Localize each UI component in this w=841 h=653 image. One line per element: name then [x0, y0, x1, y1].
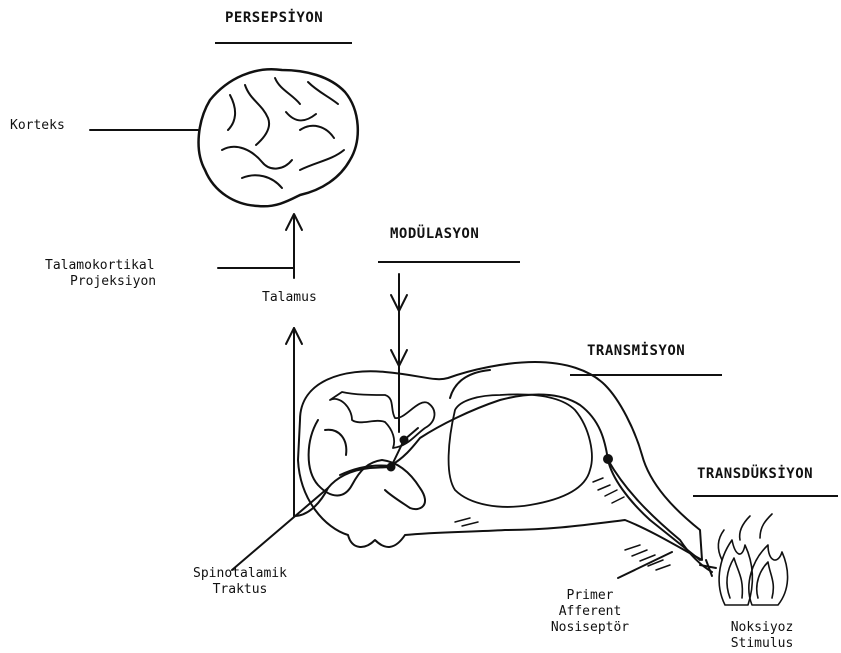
afferent-label-line2: Afferent — [540, 604, 640, 619]
brain-icon — [199, 69, 358, 206]
transduction-rule — [693, 495, 838, 497]
modulation-heading: MODÜLASYON — [390, 226, 479, 242]
thalamocortical-label-line1: Talamokortikal — [45, 258, 155, 273]
thalamus-label: Talamus — [262, 290, 317, 305]
flame-icon — [718, 514, 787, 605]
stimulus-label-line2: Stimulus — [712, 636, 812, 651]
afferent-synapse-line — [404, 428, 418, 440]
transduction-heading: TRANSDÜKSİYON — [697, 466, 813, 482]
modulation-rule — [378, 261, 520, 263]
spinothalamic-label-line2: Traktus — [180, 582, 300, 597]
perception-heading: PERSEPSİYON — [225, 10, 323, 26]
transmission-heading: TRANSMİSYON — [587, 343, 685, 359]
stimulus-label-line1: Noksiyoz — [712, 620, 812, 635]
afferent-leader-line — [618, 552, 672, 578]
thalamocortical-label-line2: Projeksiyon — [70, 274, 156, 289]
transmission-rule — [570, 374, 722, 376]
cortex-label: Korteks — [10, 118, 65, 133]
spinothalamic-leader-line — [232, 488, 328, 570]
afferent-label-line1: Primer — [540, 588, 640, 603]
interneuron-link — [391, 440, 404, 467]
perception-rule — [215, 42, 352, 44]
afferent-neuron-cell-body — [603, 454, 613, 464]
spinothalamic-label-line1: Spinotalamik — [180, 566, 300, 581]
afferent-label-line3: Nosiseptör — [540, 620, 640, 635]
